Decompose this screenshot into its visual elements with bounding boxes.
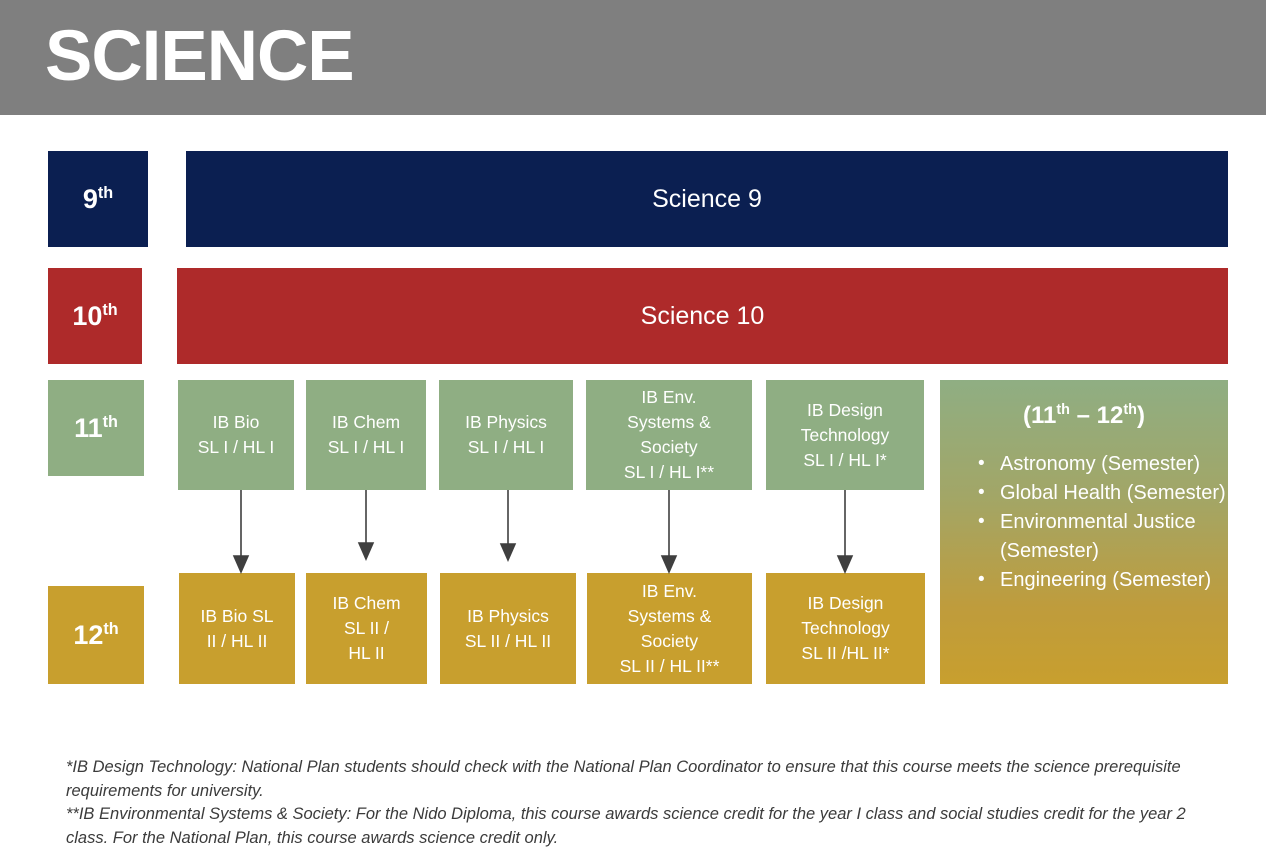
course-box-ib-design-tech-1[interactable]: IB Design Technology SL I / HL I*	[766, 380, 924, 490]
grade-chip-9: 9th	[48, 151, 148, 247]
course-box-ib-bio-2-label: IB Bio SL II / HL II	[200, 605, 274, 651]
page-title: SCIENCE	[45, 17, 355, 96]
course-box-ib-chem-2-label: IB Chem SL II / HL II	[332, 593, 401, 663]
arrow-head-ess	[660, 555, 678, 574]
course-bar-science-9-label: Science 9	[652, 184, 762, 213]
list-item[interactable]: Engineering (Semester)	[978, 565, 1228, 595]
course-box-ib-bio-2[interactable]: IB Bio SL II / HL II	[179, 573, 295, 684]
arrow-head-bio	[232, 555, 250, 574]
list-item[interactable]: Astronomy (Semester)	[978, 449, 1228, 479]
grade-chip-11: 11th	[48, 380, 144, 476]
grade-chip-11-label: 11th	[74, 413, 118, 443]
footnote-design-technology: *IB Design Technology: National Plan stu…	[66, 758, 1181, 800]
footnote-environmental-systems: **IB Environmental Systems & Society: Fo…	[66, 805, 1186, 847]
course-box-ib-chem-2[interactable]: IB Chem SL II / HL II	[306, 573, 427, 684]
course-box-ib-bio-1[interactable]: IB Bio SL I / HL I	[178, 380, 294, 490]
course-box-ib-physics-1[interactable]: IB Physics SL I / HL I	[439, 380, 573, 490]
course-box-ib-ess-1[interactable]: IB Env. Systems & Society SL I / HL I**	[586, 380, 752, 490]
grade-chip-12-label: 12th	[73, 620, 119, 650]
arrow-head-chem	[357, 542, 375, 561]
grade-chip-12: 12th	[48, 586, 144, 684]
course-box-ib-physics-2[interactable]: IB Physics SL II / HL II	[440, 573, 576, 684]
arrow-head-design-tech	[836, 555, 854, 574]
course-bar-science-10[interactable]: Science 10	[177, 268, 1228, 364]
course-box-ib-design-tech-2-label: IB Design Technology SL II /HL II*	[801, 593, 890, 663]
grade-chip-10-label: 10th	[72, 301, 118, 331]
course-box-ib-physics-2-label: IB Physics SL II / HL II	[464, 605, 552, 651]
course-box-ib-chem-1[interactable]: IB Chem SL I / HL I	[306, 380, 426, 490]
footnotes: *IB Design Technology: National Plan stu…	[66, 756, 1226, 850]
arrow-head-physics	[499, 543, 517, 562]
grade-chip-9-label: 9th	[82, 184, 114, 214]
elective-list: Astronomy (Semester) Global Health (Seme…	[940, 449, 1228, 595]
list-item[interactable]: Environmental Justice (Semester)	[978, 507, 1228, 566]
list-item[interactable]: Global Health (Semester)	[978, 478, 1228, 508]
course-box-ib-ess-2-label: IB Env. Systems & Society SL II / HL II*…	[619, 580, 720, 676]
course-box-ib-ess-2[interactable]: IB Env. Systems & Society SL II / HL II*…	[587, 573, 752, 684]
course-box-ib-design-tech-1-label: IB Design Technology SL I / HL I*	[800, 399, 890, 470]
course-bar-science-10-label: Science 10	[640, 301, 765, 330]
course-box-ib-chem-1-label: IB Chem SL I / HL I	[327, 412, 405, 457]
course-bar-science-9[interactable]: Science 9	[186, 151, 1228, 247]
elective-panel[interactable]: (11th – 12th) Astronomy (Semester) Globa…	[940, 380, 1228, 684]
elective-panel-title: (11th – 12th)	[1023, 402, 1145, 429]
course-box-ib-physics-1-label: IB Physics SL I / HL I	[465, 412, 547, 457]
grade-chip-10: 10th	[48, 268, 142, 364]
course-box-ib-design-tech-2[interactable]: IB Design Technology SL II /HL II*	[766, 573, 925, 684]
course-box-ib-ess-1-label: IB Env. Systems & Society SL I / HL I**	[623, 387, 715, 482]
page-header-band: SCIENCE	[0, 0, 1266, 115]
course-box-ib-bio-1-label: IB Bio SL I / HL I	[197, 412, 275, 457]
